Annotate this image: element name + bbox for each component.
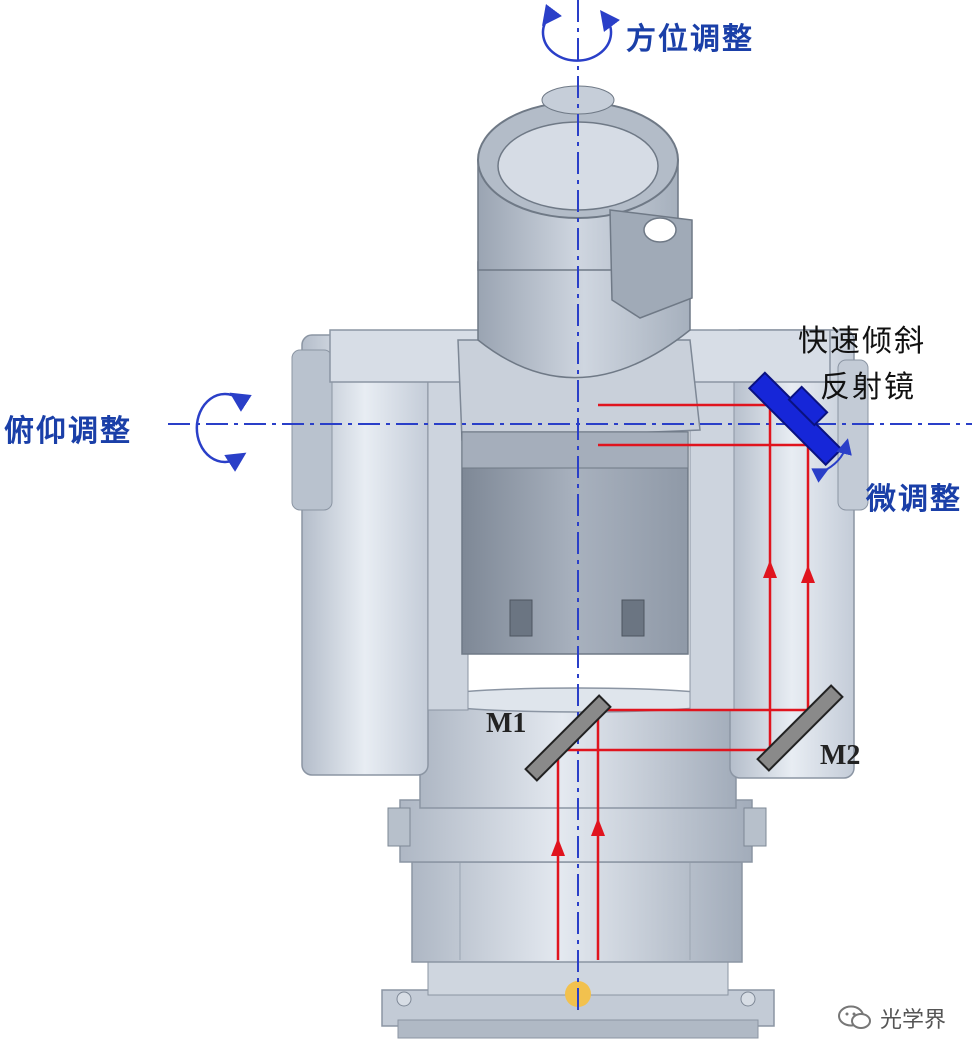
fine-adjust-label: 微调整 [866, 482, 962, 517]
left-fork-arm [291, 334, 469, 776]
mirror-m2 [756, 684, 844, 772]
m1-label: M1 [486, 708, 527, 739]
fsm-label-line2: 反射镜 [820, 370, 916, 405]
top-barrel [477, 85, 693, 379]
wechat-icon [837, 1005, 871, 1029]
watermark-text: 光学界 [879, 1008, 946, 1033]
fsm-label-line1: 快速倾斜 [798, 324, 926, 359]
fine-adjust-arrow [811, 438, 852, 483]
elevation-rotation-arrow [195, 392, 252, 472]
azimuth-label: 方位调整 [626, 22, 754, 57]
beam-arrowheads [551, 560, 815, 856]
azimuth-rotation-arrow [541, 4, 620, 62]
m2-label: M2 [820, 740, 861, 771]
mirror-m1 [524, 694, 612, 782]
watermark: 光学界 [837, 1002, 946, 1034]
elevation-label: 俯仰调整 [4, 414, 132, 449]
